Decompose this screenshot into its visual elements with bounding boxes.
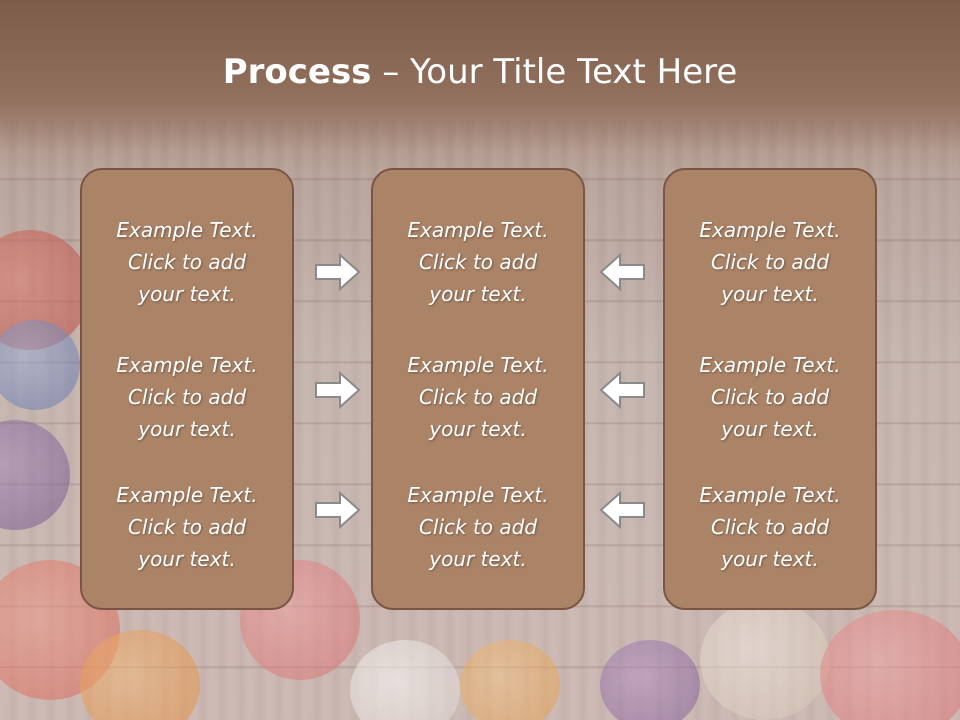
text-line: Example Text. <box>116 218 258 242</box>
text-line: Example Text. <box>116 353 258 377</box>
text-line: Click to add <box>127 250 247 274</box>
arrow-right-icon <box>315 370 361 410</box>
text-line: your text. <box>138 417 236 441</box>
process-panel-right[interactable]: Example Text. Click to add your text. Ex… <box>663 168 877 610</box>
text-line: Click to add <box>418 250 538 274</box>
text-line: your text. <box>429 547 527 571</box>
text-block[interactable]: Example Text. Click to add your text. <box>373 349 583 445</box>
text-line: Click to add <box>710 250 830 274</box>
text-line: your text. <box>721 282 819 306</box>
process-panel-center[interactable]: Example Text. Click to add your text. Ex… <box>371 168 585 610</box>
text-line: your text. <box>138 547 236 571</box>
text-line: Example Text. <box>116 483 258 507</box>
arrow-left-icon <box>599 490 645 530</box>
process-panel-left[interactable]: Example Text. Click to add your text. Ex… <box>80 168 294 610</box>
text-line: your text. <box>429 417 527 441</box>
text-line: Example Text. <box>699 483 841 507</box>
text-block[interactable]: Example Text. Click to add your text. <box>665 479 875 575</box>
text-line: Click to add <box>418 385 538 409</box>
yarn-ball-white <box>350 640 460 720</box>
text-line: your text. <box>721 547 819 571</box>
arrow-right-icon <box>315 252 361 292</box>
yarn-ball-gold <box>460 640 560 720</box>
yarn-ball-cream <box>700 600 830 720</box>
slide-title[interactable]: Process – Your Title Text Here <box>0 52 960 92</box>
text-line: Example Text. <box>407 353 549 377</box>
text-block[interactable]: Example Text. Click to add your text. <box>373 479 583 575</box>
title-bold: Process <box>222 52 372 92</box>
text-line: Example Text. <box>699 353 841 377</box>
arrow-left-icon <box>599 370 645 410</box>
text-line: Example Text. <box>699 218 841 242</box>
text-line: your text. <box>138 282 236 306</box>
title-rest: – Your Title Text Here <box>371 52 738 92</box>
text-block[interactable]: Example Text. Click to add your text. <box>82 479 292 575</box>
text-block[interactable]: Example Text. Click to add your text. <box>665 349 875 445</box>
yarn-ball-violet <box>600 640 700 720</box>
yarn-ball-blue <box>0 320 80 410</box>
text-line: your text. <box>721 417 819 441</box>
text-line: Example Text. <box>407 218 549 242</box>
yarn-ball-rose <box>820 610 960 720</box>
text-block[interactable]: Example Text. Click to add your text. <box>665 214 875 310</box>
text-line: your text. <box>429 282 527 306</box>
text-line: Click to add <box>127 385 247 409</box>
text-block[interactable]: Example Text. Click to add your text. <box>373 214 583 310</box>
text-line: Click to add <box>127 515 247 539</box>
text-line: Click to add <box>710 385 830 409</box>
text-block[interactable]: Example Text. Click to add your text. <box>82 349 292 445</box>
text-line: Click to add <box>418 515 538 539</box>
text-block[interactable]: Example Text. Click to add your text. <box>82 214 292 310</box>
yarn-ball-orange <box>80 630 200 720</box>
arrow-left-icon <box>599 252 645 292</box>
title-band <box>0 0 960 150</box>
arrow-right-icon <box>315 490 361 530</box>
text-line: Example Text. <box>407 483 549 507</box>
text-line: Click to add <box>710 515 830 539</box>
